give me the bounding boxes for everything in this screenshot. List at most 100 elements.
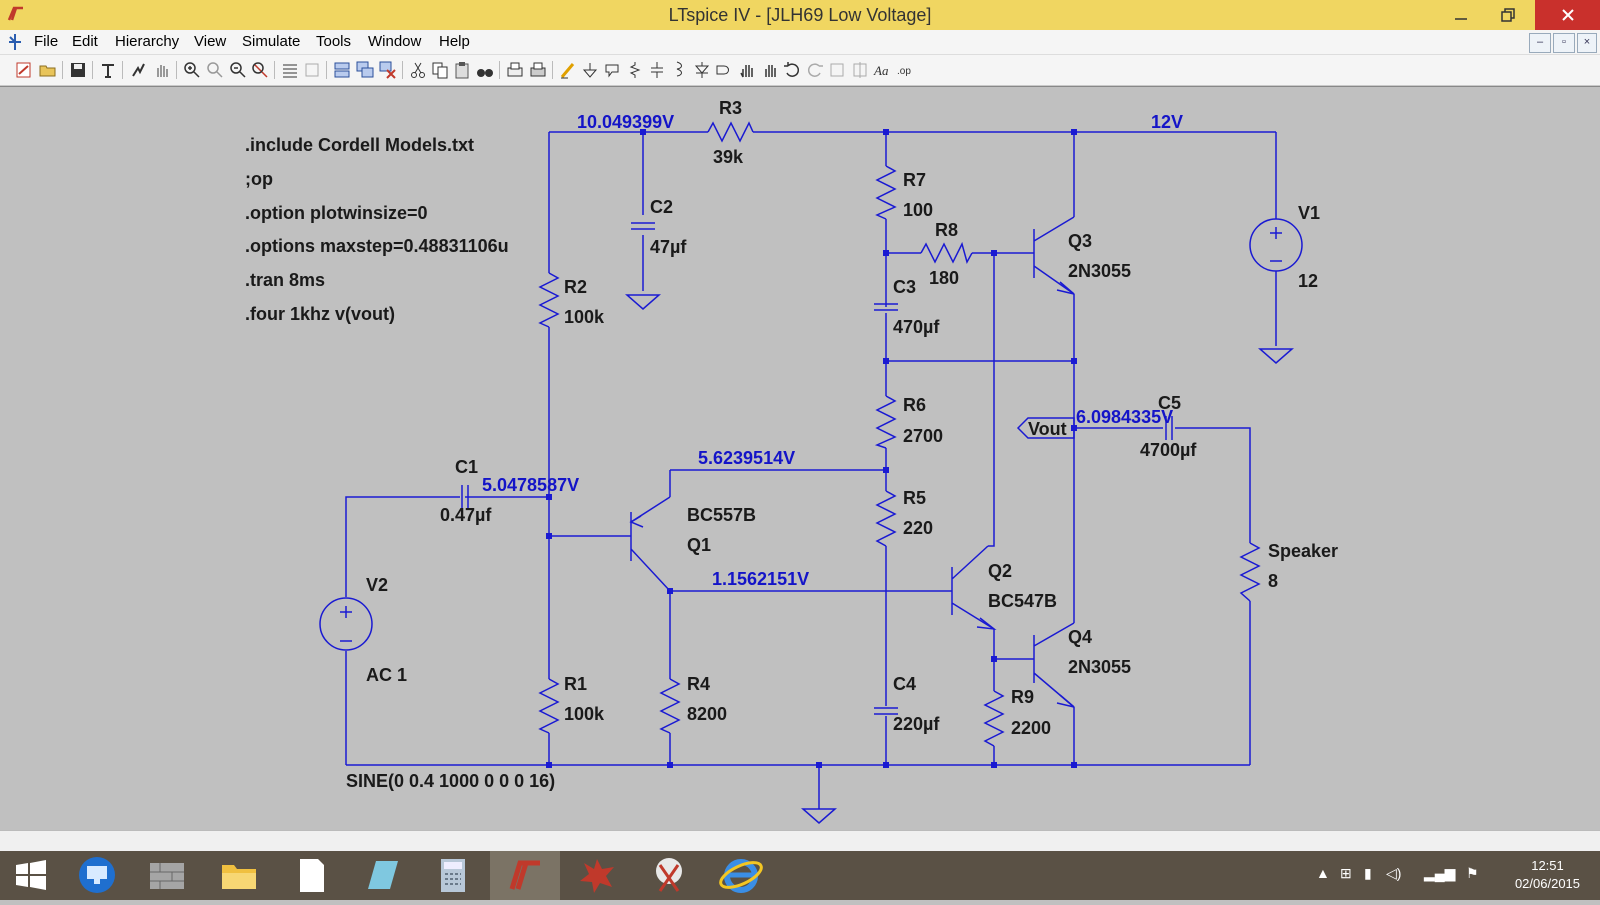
new-schematic-icon[interactable] bbox=[14, 60, 34, 80]
restore-button[interactable] bbox=[1487, 0, 1531, 30]
resistor-speaker bbox=[1239, 542, 1261, 602]
taskbar-internet-explorer[interactable] bbox=[706, 851, 776, 900]
print-setup-icon[interactable] bbox=[505, 60, 525, 80]
label-net-icon[interactable] bbox=[602, 60, 622, 80]
q1-model: BC557B bbox=[687, 505, 756, 525]
zoom-in-icon[interactable] bbox=[182, 60, 202, 80]
tray-battery-icon[interactable]: ▮ bbox=[1364, 865, 1372, 881]
menu-hierarchy[interactable]: Hierarchy bbox=[115, 33, 180, 50]
tray-network-icon[interactable]: ▂▄▆ bbox=[1424, 865, 1456, 881]
pan-icon[interactable] bbox=[205, 60, 225, 80]
r7-value: 100 bbox=[903, 200, 933, 220]
close-all-icon[interactable] bbox=[378, 60, 398, 80]
q3-name: Q3 bbox=[1068, 231, 1092, 251]
mdi-close-button[interactable]: × bbox=[1577, 33, 1597, 53]
drag-hand-icon[interactable] bbox=[760, 60, 780, 80]
cascade-disabled-icon[interactable] bbox=[302, 60, 322, 80]
menu-help[interactable]: Help bbox=[439, 33, 470, 50]
taskbar-firewall[interactable] bbox=[132, 851, 202, 900]
resistor-tool-icon[interactable] bbox=[625, 60, 645, 80]
spice-directives[interactable]: .include Cordell Models.txt ;op .option … bbox=[245, 135, 509, 324]
menu-file[interactable]: File bbox=[34, 33, 59, 50]
directive-maxstep[interactable]: .options maxstep=0.48831106u bbox=[245, 236, 509, 256]
resistor-r4 bbox=[659, 678, 681, 734]
find-binoculars-icon[interactable] bbox=[475, 60, 495, 80]
directive-include[interactable]: .include Cordell Models.txt bbox=[245, 135, 474, 155]
cut-icon[interactable] bbox=[408, 60, 428, 80]
taskbar-sticky-notes[interactable] bbox=[346, 851, 416, 900]
directive-plotwinsize[interactable]: .option plotwinsize=0 bbox=[245, 203, 428, 223]
component-tool-icon[interactable] bbox=[714, 60, 734, 80]
spice-directive-icon[interactable]: .op bbox=[895, 60, 915, 80]
minimize-button[interactable] bbox=[1440, 0, 1484, 30]
ground-c2 bbox=[625, 294, 661, 310]
open-folder-icon[interactable] bbox=[38, 60, 58, 80]
taskbar-remote-desktop[interactable] bbox=[62, 851, 132, 900]
zoom-fit-icon[interactable] bbox=[250, 60, 270, 80]
tray-action-center-icon[interactable]: ⊞ bbox=[1340, 865, 1352, 881]
firewall-icon bbox=[150, 863, 184, 889]
clock-date: 02/06/2015 bbox=[1514, 876, 1581, 891]
q2-model: BC547B bbox=[988, 591, 1057, 611]
window-title: LTspice IV - [JLH69 Low Voltage] bbox=[668, 5, 932, 25]
save-icon[interactable] bbox=[68, 60, 88, 80]
directive-tran[interactable]: .tran 8ms bbox=[245, 270, 325, 290]
taskbar-file-explorer[interactable] bbox=[204, 851, 274, 900]
inductor-tool-icon[interactable] bbox=[669, 60, 689, 80]
diode-tool-icon[interactable] bbox=[692, 60, 712, 80]
c4-name: C4 bbox=[893, 674, 916, 694]
menu-edit[interactable]: Edit bbox=[72, 33, 98, 50]
directive-four[interactable]: .four 1khz v(vout) bbox=[245, 304, 395, 324]
taskbar-snipping-tool[interactable] bbox=[634, 851, 704, 900]
c4-value: 220µf bbox=[893, 714, 940, 734]
r6-name: R6 bbox=[903, 395, 926, 415]
capacitor-tool-icon[interactable] bbox=[647, 60, 667, 80]
print-icon[interactable] bbox=[528, 60, 548, 80]
directive-op[interactable]: ;op bbox=[245, 169, 273, 189]
taskbar-notepad[interactable] bbox=[276, 851, 346, 900]
redo-icon[interactable] bbox=[805, 60, 825, 80]
zoom-out-icon[interactable] bbox=[228, 60, 248, 80]
mirror-icon[interactable] bbox=[850, 60, 870, 80]
menu-window[interactable]: Window bbox=[368, 33, 422, 50]
c3-name: C3 bbox=[893, 277, 916, 297]
taskbar-calculator[interactable] bbox=[418, 851, 488, 900]
q4-name: Q4 bbox=[1068, 627, 1092, 647]
capacitor-c1 bbox=[461, 485, 469, 509]
tray-overflow-icon[interactable]: ▲ bbox=[1316, 865, 1330, 881]
schematic-doc-icon[interactable] bbox=[6, 33, 24, 51]
close-button[interactable] bbox=[1535, 0, 1600, 30]
mdi-minimize-button[interactable]: – bbox=[1529, 33, 1551, 53]
undo-icon[interactable] bbox=[782, 60, 802, 80]
r8-name: R8 bbox=[935, 220, 958, 240]
move-hand-icon[interactable] bbox=[737, 60, 757, 80]
cascade-icon[interactable] bbox=[355, 60, 375, 80]
rotate-icon[interactable] bbox=[827, 60, 847, 80]
tile-icon[interactable] bbox=[280, 60, 300, 80]
draw-wire-icon[interactable] bbox=[558, 60, 578, 80]
menu-view[interactable]: View bbox=[194, 33, 227, 50]
tray-volume-icon[interactable]: ◁) bbox=[1386, 865, 1402, 881]
menu-tools[interactable]: Tools bbox=[316, 33, 352, 50]
paste-icon[interactable] bbox=[452, 60, 472, 80]
tile-horizontal-icon[interactable] bbox=[332, 60, 352, 80]
mdi-restore-button[interactable]: ▫ bbox=[1553, 33, 1575, 53]
taskbar-ltspice[interactable] bbox=[490, 851, 560, 900]
r3-name: R3 bbox=[719, 98, 742, 118]
tray-flag-icon[interactable]: ⚑ bbox=[1466, 865, 1479, 881]
control-panel-icon[interactable] bbox=[98, 60, 118, 80]
capacitor-c5 bbox=[1165, 416, 1173, 440]
text-tool-icon[interactable]: Aa bbox=[872, 60, 892, 80]
menu-simulate[interactable]: Simulate bbox=[242, 33, 301, 50]
ground-icon[interactable] bbox=[580, 60, 600, 80]
taskbar-clock[interactable]: 12:51 02/06/2015 bbox=[1500, 857, 1595, 893]
halt-hand-icon[interactable] bbox=[152, 60, 172, 80]
copy-icon[interactable] bbox=[430, 60, 450, 80]
taskbar-paint-splat[interactable] bbox=[562, 851, 632, 900]
schematic-canvas[interactable]: .include Cordell Models.txt ;op .option … bbox=[0, 86, 1600, 831]
schematic-drawing: .include Cordell Models.txt ;op .option … bbox=[245, 98, 1338, 824]
run-icon[interactable] bbox=[128, 60, 148, 80]
start-button[interactable] bbox=[0, 851, 70, 900]
voltage-q1-collector: 1.1562151V bbox=[712, 569, 809, 589]
voltage-q1-base: 5.0478587V bbox=[482, 475, 579, 495]
